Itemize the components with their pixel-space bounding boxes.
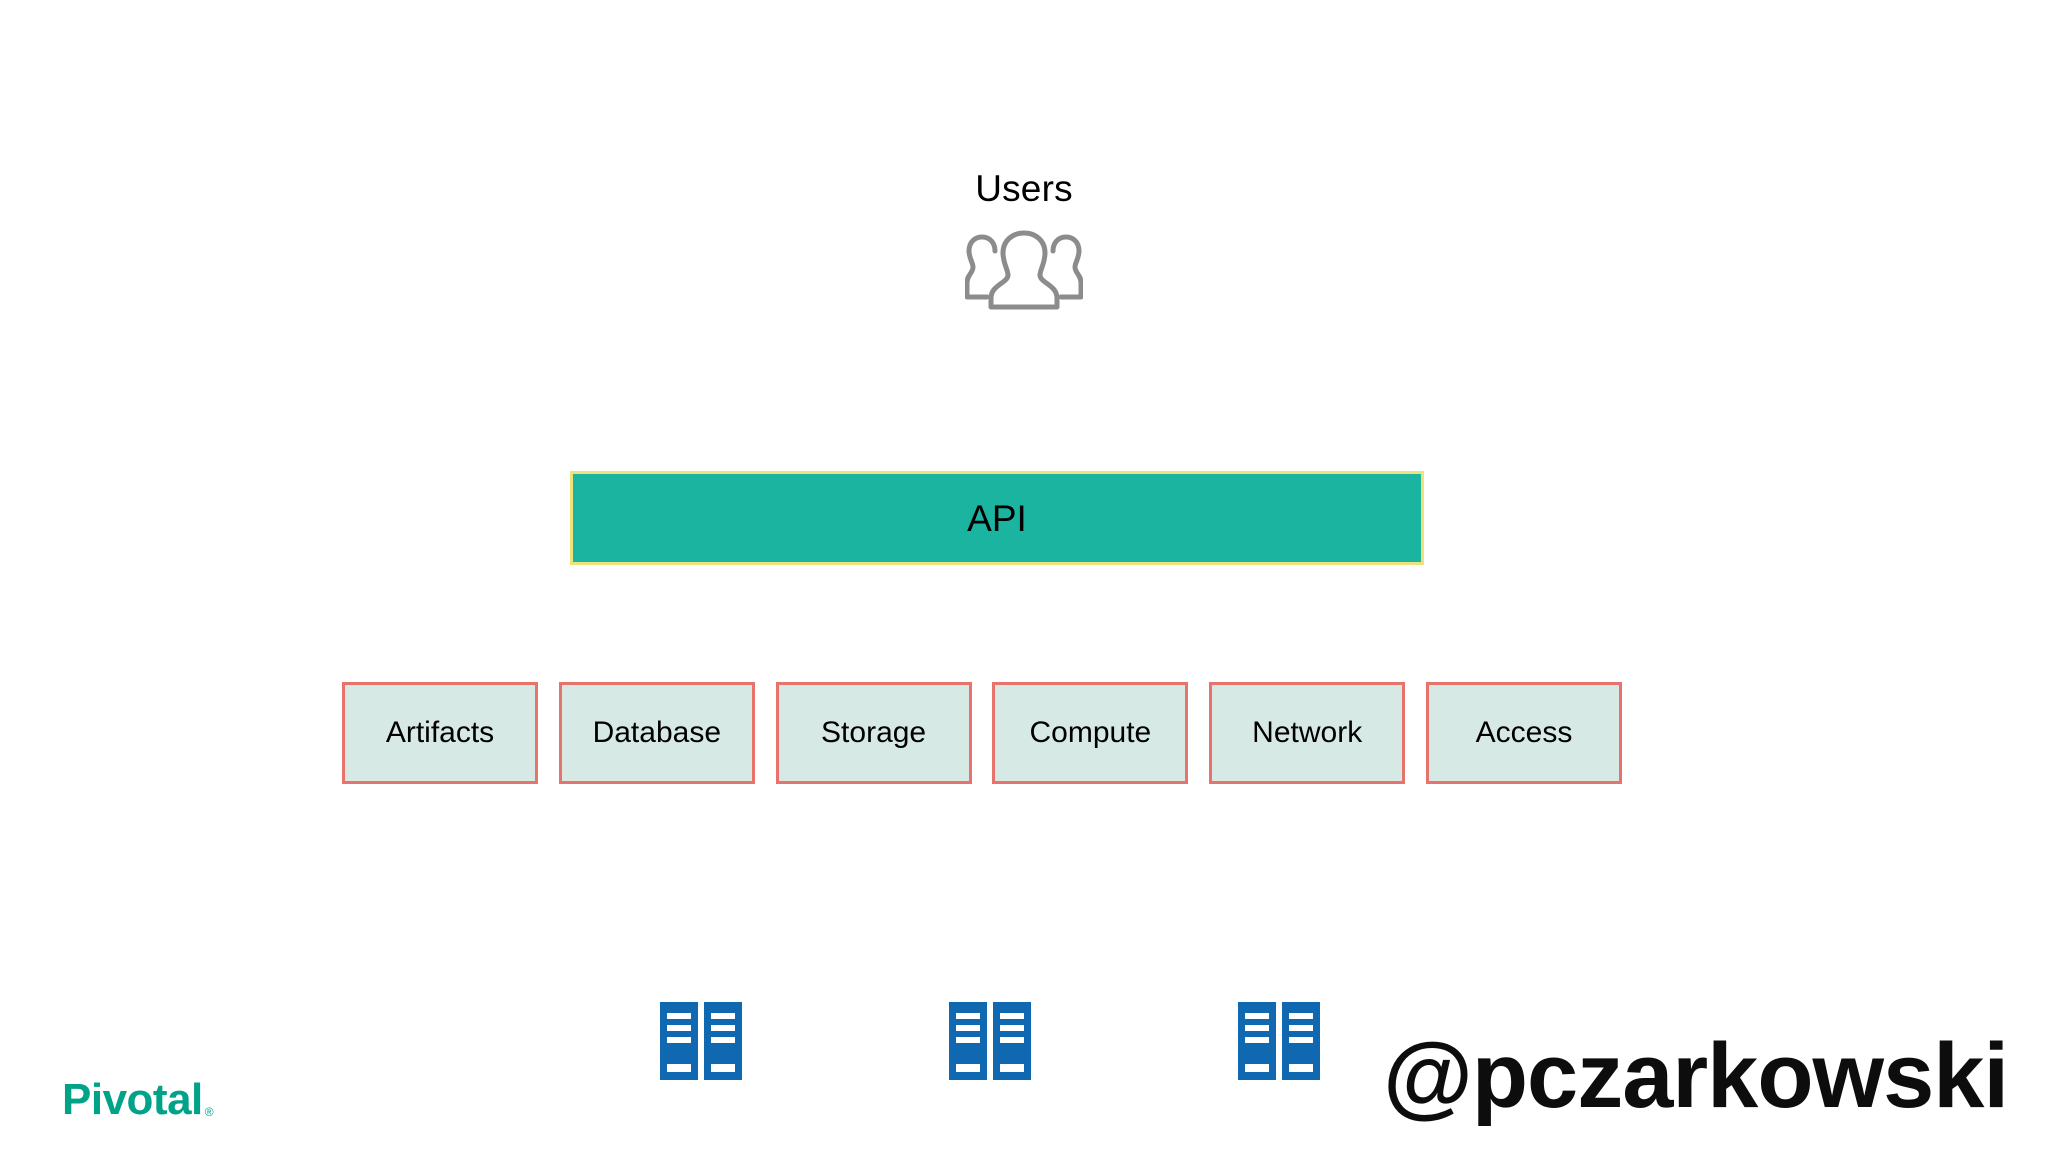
service-label: Compute <box>1029 716 1152 749</box>
server-slot <box>667 1025 691 1031</box>
service-label: Access <box>1475 716 1573 749</box>
server-racks-row <box>660 1002 1320 1080</box>
service-box-network[interactable]: Network <box>1209 682 1406 784</box>
pivotal-wordmark: Pivotal <box>62 1075 203 1124</box>
service-label: Database <box>592 716 722 749</box>
server-rack-icon <box>1238 1002 1320 1080</box>
service-label: Storage <box>821 716 927 749</box>
service-box-compute[interactable]: Compute <box>992 682 1189 784</box>
server-slot <box>1000 1037 1024 1043</box>
server-slot <box>1245 1013 1269 1019</box>
server-slot <box>956 1025 980 1031</box>
server-unit <box>660 1002 698 1080</box>
service-box-access[interactable]: Access <box>1425 682 1622 784</box>
server-slot <box>1245 1064 1269 1072</box>
server-slot <box>711 1037 735 1043</box>
api-label: API <box>967 497 1027 539</box>
service-label: Network <box>1252 716 1363 749</box>
server-rack-icon <box>660 1002 742 1080</box>
server-slot <box>1000 1025 1024 1031</box>
twitter-handle: @pczarkowski <box>1383 1025 2009 1127</box>
server-slot <box>1289 1013 1313 1019</box>
server-unit <box>993 1002 1031 1080</box>
server-slot <box>1289 1025 1313 1031</box>
service-box-artifacts[interactable]: Artifacts <box>342 682 538 784</box>
registered-trademark-icon: ® <box>204 1105 214 1119</box>
server-slot <box>956 1013 980 1019</box>
server-slot <box>956 1064 980 1072</box>
server-unit <box>1238 1002 1276 1080</box>
server-slot <box>711 1064 735 1072</box>
server-slot <box>667 1064 691 1072</box>
service-box-database[interactable]: Database <box>558 682 755 784</box>
service-box-storage[interactable]: Storage <box>775 682 972 784</box>
api-layer-box[interactable]: API <box>570 471 1424 565</box>
pivotal-logo: Pivotal ® <box>62 1078 214 1122</box>
server-slot <box>956 1037 980 1043</box>
server-slot <box>1289 1037 1313 1043</box>
server-rack-icon <box>949 1002 1031 1080</box>
server-slot <box>1000 1013 1024 1019</box>
server-slot <box>1000 1064 1024 1072</box>
server-slot <box>667 1037 691 1043</box>
server-slot <box>711 1025 735 1031</box>
services-row: Artifacts Database Storage Compute Netwo… <box>342 682 1622 784</box>
server-slot <box>711 1013 735 1019</box>
service-label: Artifacts <box>385 716 495 749</box>
server-slot <box>1245 1025 1269 1031</box>
users-label: Users <box>975 168 1073 209</box>
users-group: Users <box>0 170 2048 311</box>
server-slot <box>667 1013 691 1019</box>
server-unit <box>1282 1002 1320 1080</box>
server-unit <box>704 1002 742 1080</box>
users-group-icon <box>965 230 1083 310</box>
server-slot <box>1245 1037 1269 1043</box>
server-unit <box>949 1002 987 1080</box>
server-slot <box>1289 1064 1313 1072</box>
